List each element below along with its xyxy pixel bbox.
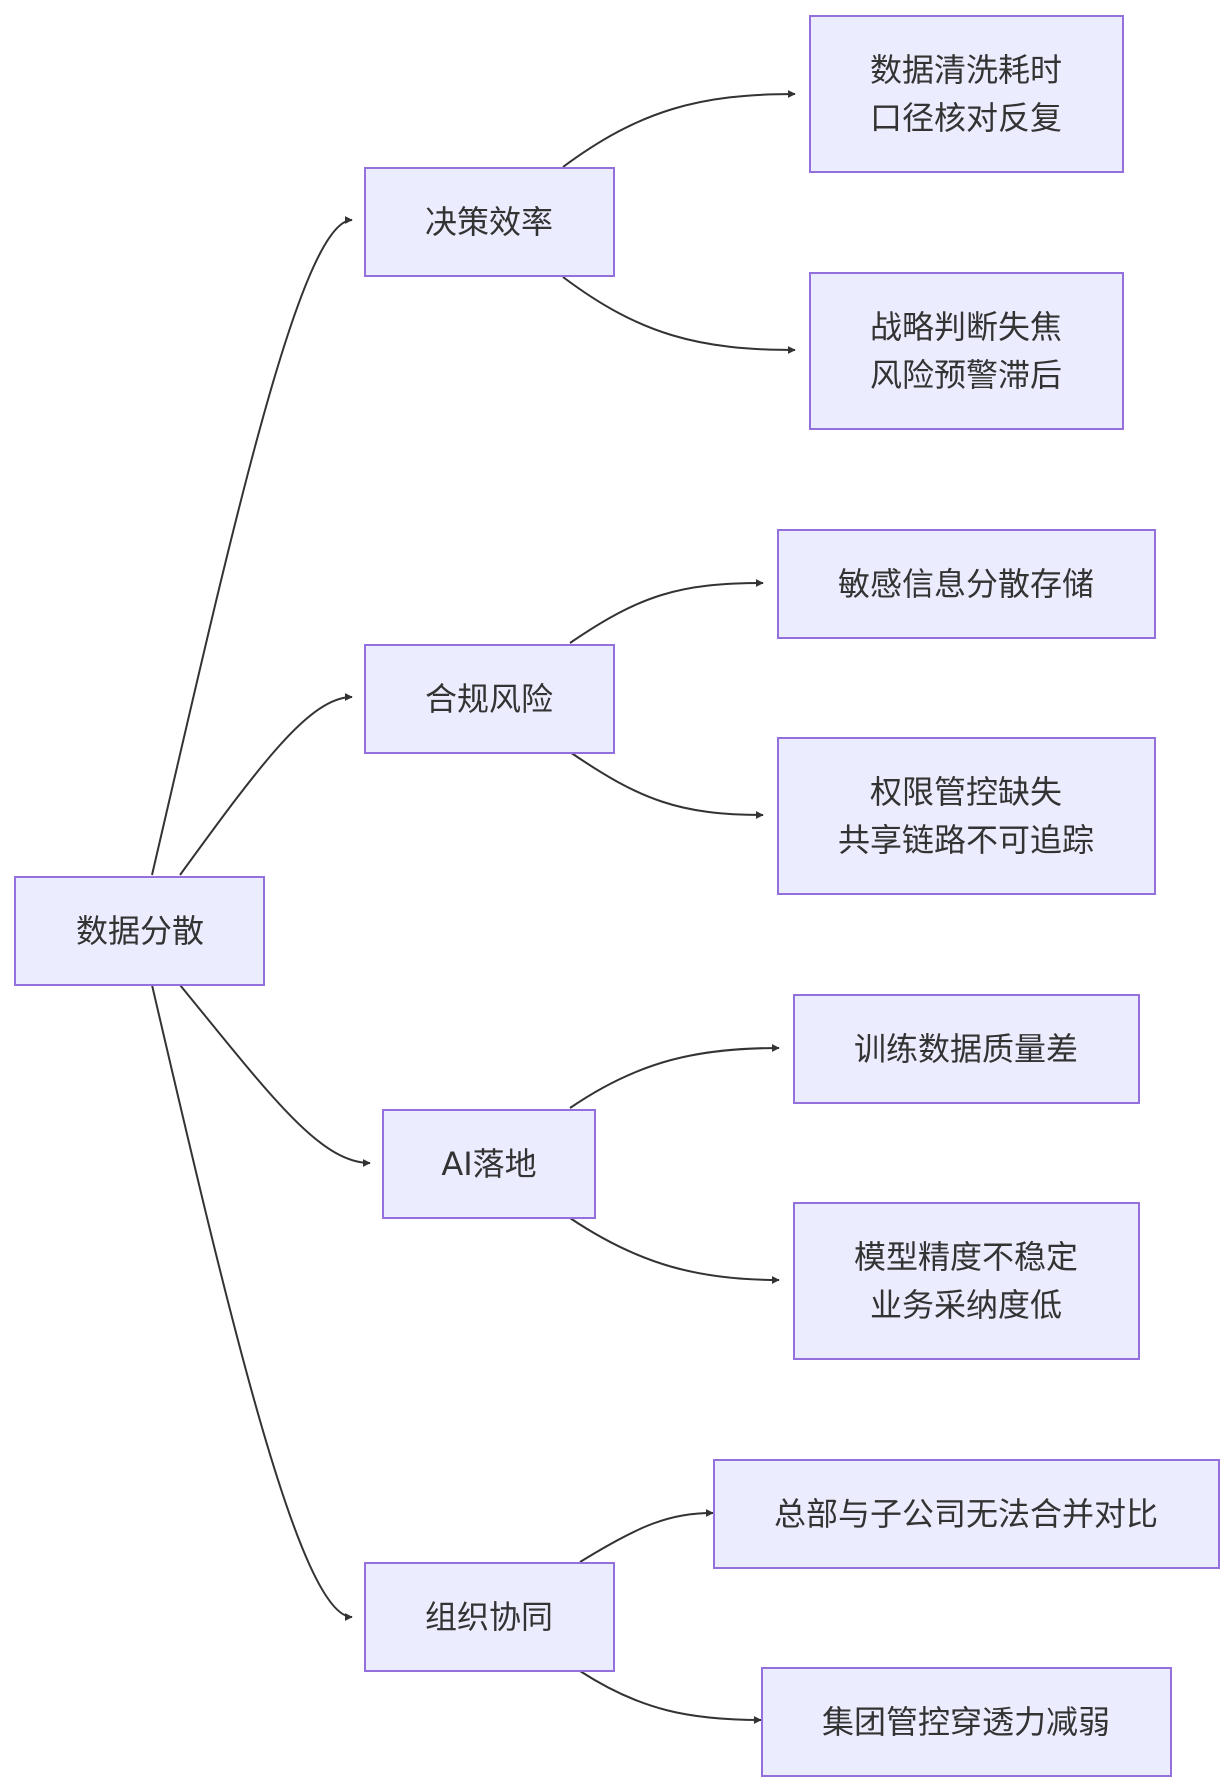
edge-root-to-ai: [179, 984, 371, 1167]
edge-root-to-compliance: [179, 693, 353, 876]
node-leaf-ai-2-line1: 模型精度不稳定: [854, 1238, 1078, 1276]
node-root-label: 数据分散: [76, 912, 204, 950]
node-branch-ai: AI落地: [382, 1109, 596, 1219]
node-leaf-ai-1-line1: 训练数据质量差: [854, 1030, 1078, 1068]
edge-decision-to-leaf1: [562, 90, 796, 168]
node-leaf-decision-1-line2: 口径核对反复: [870, 99, 1062, 137]
node-branch-decision-label: 决策效率: [425, 203, 553, 241]
node-leaf-compliance-2-line1: 权限管控缺失: [870, 773, 1062, 811]
edge-org-to-leaf1: [579, 1509, 714, 1563]
node-branch-compliance-label: 合规风险: [425, 680, 553, 718]
node-branch-compliance: 合规风险: [364, 644, 615, 754]
edge-root-to-decision: [151, 216, 353, 876]
edge-root-to-org: [151, 984, 353, 1621]
edge-compliance-to-leaf2: [569, 751, 764, 819]
node-leaf-decision-2-line1: 战略判断失焦: [870, 308, 1062, 346]
edge-org-to-leaf2: [579, 1670, 762, 1724]
edge-compliance-to-leaf1: [569, 579, 764, 644]
node-leaf-org-2-line1: 集团管控穿透力减弱: [822, 1703, 1110, 1741]
edge-ai-to-leaf2: [569, 1217, 780, 1284]
node-leaf-compliance-2-line2: 共享链路不可追踪: [838, 821, 1094, 859]
node-leaf-ai-1: 训练数据质量差: [793, 994, 1140, 1104]
node-branch-ai-label: AI落地: [441, 1145, 536, 1183]
node-leaf-compliance-1-line1: 敏感信息分散存储: [838, 565, 1094, 603]
node-leaf-decision-2-line2: 风险预警滞后: [870, 356, 1062, 394]
edge-decision-to-leaf2: [562, 276, 796, 354]
node-leaf-ai-2: 模型精度不稳定 业务采纳度低: [793, 1202, 1140, 1360]
node-root: 数据分散: [14, 876, 265, 986]
edge-ai-to-leaf1: [569, 1044, 780, 1109]
node-leaf-ai-2-line2: 业务采纳度低: [870, 1286, 1062, 1324]
node-leaf-decision-2: 战略判断失焦 风险预警滞后: [809, 272, 1124, 430]
node-branch-org: 组织协同: [364, 1562, 615, 1672]
node-leaf-decision-1: 数据清洗耗时 口径核对反复: [809, 15, 1124, 173]
node-leaf-org-1-line1: 总部与子公司无法合并对比: [774, 1495, 1158, 1533]
node-leaf-compliance-1: 敏感信息分散存储: [777, 529, 1156, 639]
node-branch-decision: 决策效率: [364, 167, 615, 277]
node-leaf-decision-1-line1: 数据清洗耗时: [870, 51, 1062, 89]
node-branch-org-label: 组织协同: [425, 1598, 553, 1636]
node-leaf-org-2: 集团管控穿透力减弱: [761, 1667, 1172, 1777]
node-leaf-org-1: 总部与子公司无法合并对比: [713, 1459, 1220, 1569]
node-leaf-compliance-2: 权限管控缺失 共享链路不可追踪: [777, 737, 1156, 895]
